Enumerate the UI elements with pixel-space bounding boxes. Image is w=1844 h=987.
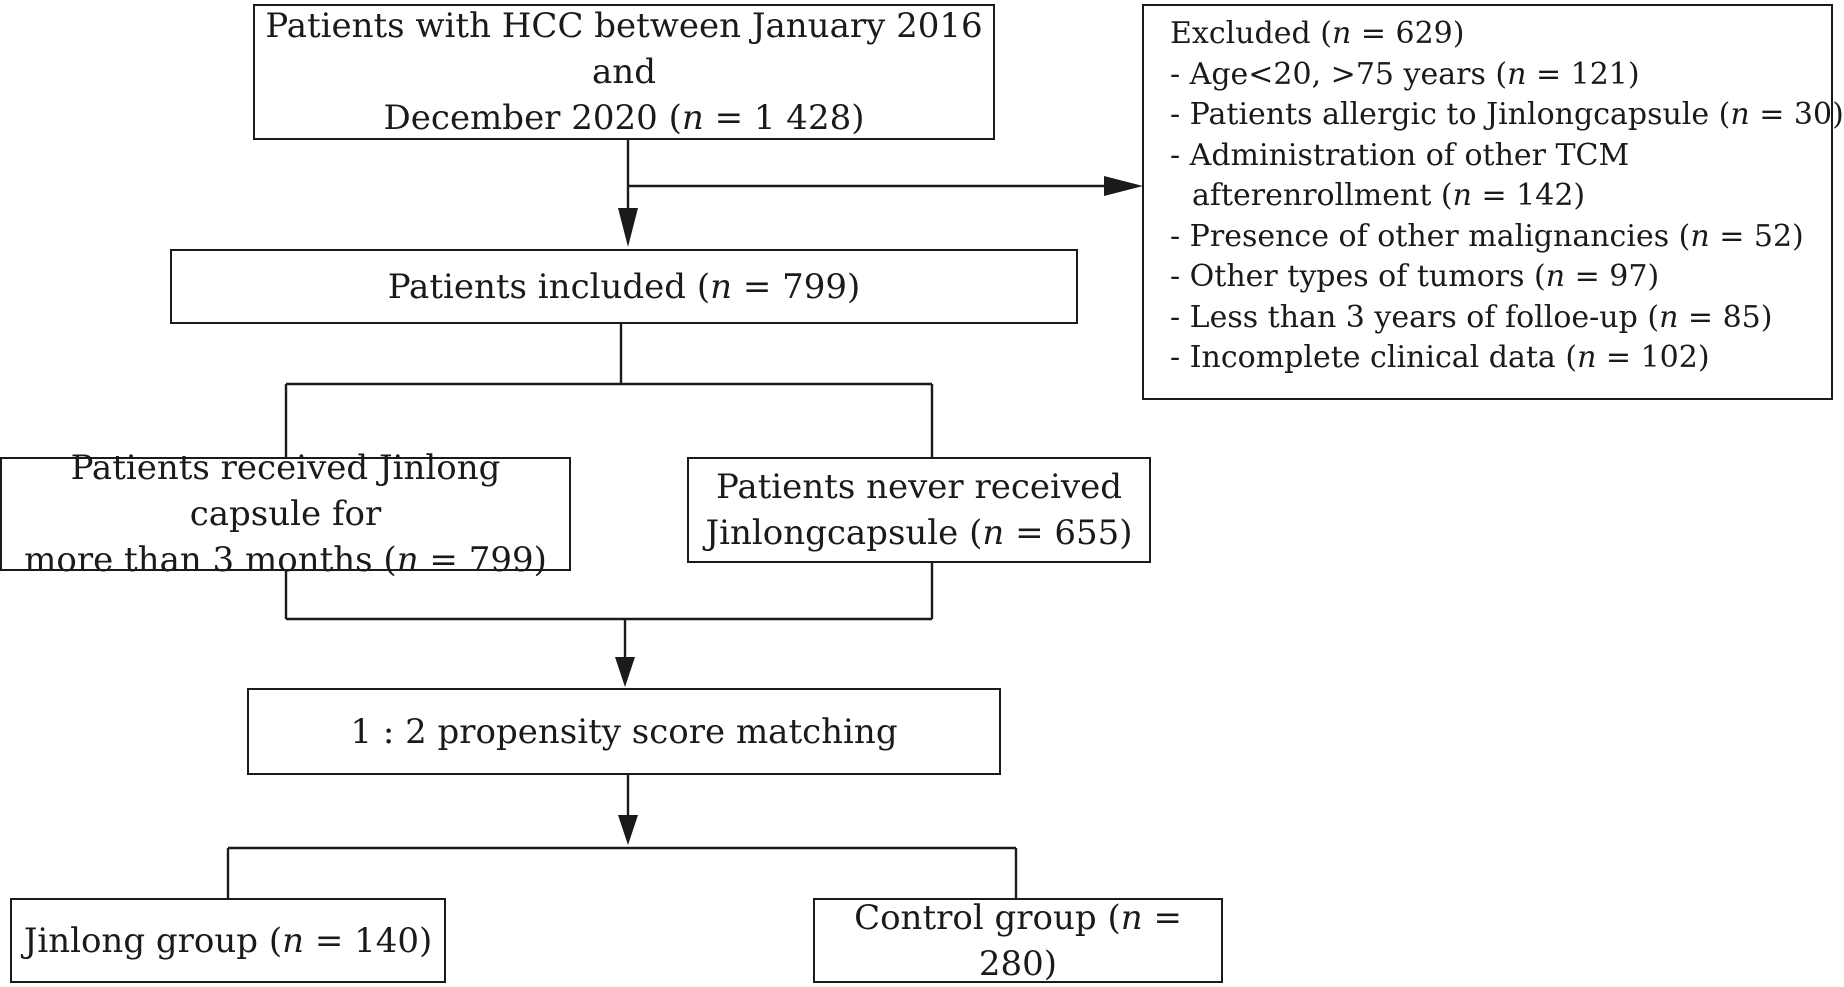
node-jinlong-suffix: = 140): [304, 920, 433, 961]
node-control-prefix: Control group (: [854, 897, 1121, 938]
excluded-item-allergic: - Patients allergic to Jinlongcapsule (n…: [1170, 97, 1844, 132]
node-psm-label: 1 : 2 propensity score matching: [350, 711, 898, 752]
node-excluded: Excluded (n = 629) - Age<20, >75 years (…: [1142, 4, 1844, 400]
node-control-group: Control group (n = 280): [813, 897, 1223, 984]
node-never-line1: Patients never received: [715, 467, 1122, 507]
excluded-item-incomplete: - Incomplete clinical data (n = 102): [1170, 340, 1710, 375]
node-jinlong-n: n: [282, 920, 305, 961]
node-received: Patients received Jinlong capsule for mo…: [0, 448, 571, 580]
node-start-line1: Patients with HCC between January 2016 a…: [265, 6, 983, 92]
excluded-item-age: - Age<20, >75 years (n = 121): [1170, 56, 1640, 92]
arrowhead-to-psm: [615, 657, 635, 687]
excluded-item-tumors: - Other types of tumors (n = 97): [1170, 259, 1660, 294]
node-received-line2-suffix: = 799): [418, 540, 547, 580]
node-psm: 1 : 2 propensity score matching: [247, 688, 1001, 775]
node-start: Patients with HCC between January 2016 a…: [253, 4, 995, 140]
excluded-item-followup: - Less than 3 years of folloe-up (n = 85…: [1170, 299, 1773, 335]
node-start-line2-prefix: December 2020 (: [383, 98, 682, 138]
node-control-n: n: [1120, 897, 1143, 938]
arrowhead-to-excluded: [1104, 176, 1143, 196]
node-jinlong-prefix: Jinlong group (: [23, 920, 283, 961]
excluded-title: Excluded (n = 629): [1170, 16, 1465, 51]
node-start-n: n: [681, 98, 704, 138]
node-control-suffix: = 280): [978, 897, 1182, 984]
excluded-item-tcm: - Administration of other TCM: [1170, 137, 1630, 173]
node-received-line1: Patients received Jinlong capsule for: [70, 448, 501, 534]
excluded-item-malignancies: - Presence of other malignancies (n = 52…: [1170, 218, 1804, 254]
arrowhead-to-included: [618, 208, 638, 247]
node-included-suffix: = 799): [732, 266, 861, 307]
node-jinlong-group: Jinlong group (n = 140): [10, 898, 446, 983]
node-included-prefix: Patients included (: [387, 266, 711, 307]
node-received-line2-prefix: more than 3 months (: [24, 540, 397, 580]
node-never: Patients never received Jinlongcapsule (…: [687, 457, 1151, 563]
excluded-item-tcm-cont: afterenrollment (n = 142): [1192, 178, 1586, 213]
node-never-line2-suffix: = 655): [1004, 513, 1133, 553]
node-never-n: n: [982, 513, 1005, 553]
node-included-n: n: [710, 266, 733, 307]
node-received-n: n: [396, 540, 419, 580]
node-never-line2-prefix: Jinlongcapsule (: [705, 513, 983, 553]
node-included: Patients included (n = 799): [170, 249, 1078, 324]
node-start-line2-suffix: = 1 428): [703, 98, 865, 138]
arrowhead-psm-down: [618, 815, 638, 845]
